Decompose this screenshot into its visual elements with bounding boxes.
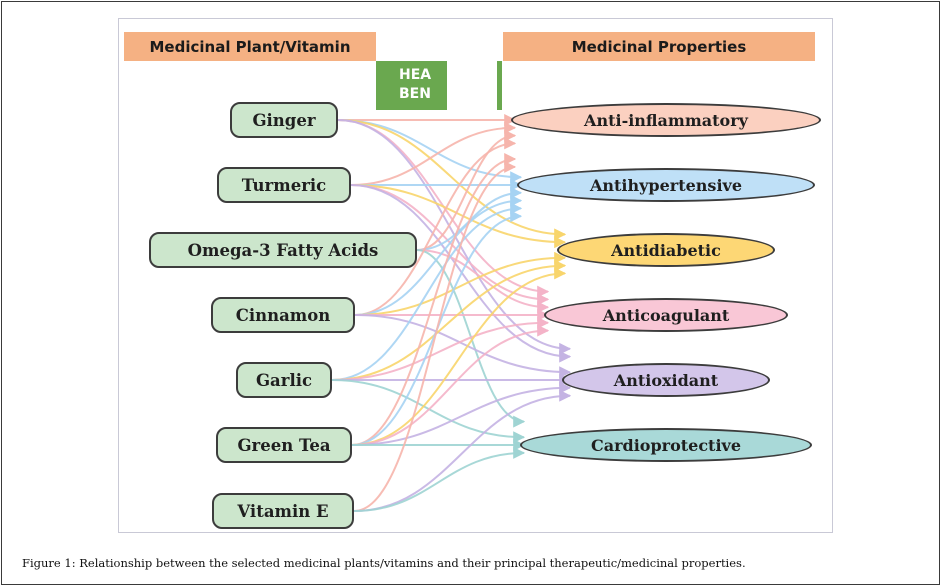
arrow-garlic-to-antidiabetic	[331, 259, 567, 381]
plant-node-turmeric: Turmeric	[217, 167, 351, 203]
arrow-greentea-to-antioxidant	[351, 381, 572, 446]
arrow-garlic-to-anticoagulant	[331, 316, 550, 381]
arrow-vitamine-to-antiinflammatory	[353, 160, 517, 512]
plant-node-cinnamon: Cinnamon	[211, 297, 355, 333]
figure-caption: Figure 1: Relationship between the selec…	[22, 556, 746, 570]
arrow-greentea-to-antiinflammatory	[351, 153, 517, 446]
arrow-turmeric-to-antioxidant	[350, 184, 572, 363]
arrow-cinnamon-to-antiinflammatory	[354, 137, 517, 316]
arrow-greentea-to-antidiabetic	[351, 267, 567, 446]
header-medicinal-plant: Medicinal Plant/Vitamin	[124, 32, 376, 61]
plant-node-omega3: Omega-3 Fatty Acids	[149, 232, 417, 268]
arrow-omega3-to-anticoagulant	[416, 249, 550, 314]
arrow-cinnamon-to-antioxidant	[354, 314, 572, 379]
plant-node-garlic: Garlic	[236, 362, 332, 398]
arrow-cinnamon-to-antihypertensive	[354, 194, 523, 316]
arrow-cinnamon-to-antidiabetic	[354, 251, 567, 316]
property-node-antihypertensive: Antihypertensive	[517, 168, 815, 202]
property-node-antiinflammatory: Anti-inflammatory	[511, 103, 821, 137]
plant-node-greentea: Green Tea	[216, 427, 352, 463]
header-medicinal-properties: Medicinal Properties	[503, 32, 815, 61]
property-node-anticoagulant: Anticoagulant	[544, 298, 788, 332]
health-benefits-text: HEA BEN	[399, 66, 431, 104]
plant-node-ginger: Ginger	[230, 102, 338, 138]
arrow-omega3-to-antiinflammatory	[416, 129, 517, 251]
health-benefits-line1: HEA	[399, 67, 432, 83]
property-node-antidiabetic: Antidiabetic	[557, 233, 775, 267]
arrow-turmeric-to-antiinflammatory	[350, 121, 517, 186]
arrow-garlic-to-antihypertensive	[331, 202, 523, 381]
arrow-turmeric-to-antidiabetic	[350, 184, 567, 249]
health-benefits-line2: BEN	[399, 86, 431, 102]
property-node-antioxidant: Antioxidant	[562, 363, 770, 397]
banner-mask	[447, 20, 497, 112]
plant-node-vitamine: Vitamin E	[212, 493, 354, 529]
arrow-greentea-to-anticoagulant	[351, 324, 550, 446]
arrow-ginger-to-antidiabetic	[337, 119, 567, 241]
property-node-cardioprotective: Cardioprotective	[520, 428, 812, 462]
arrow-vitamine-to-cardioprotective	[353, 446, 526, 512]
arrow-vitamine-to-antioxidant	[353, 389, 572, 512]
